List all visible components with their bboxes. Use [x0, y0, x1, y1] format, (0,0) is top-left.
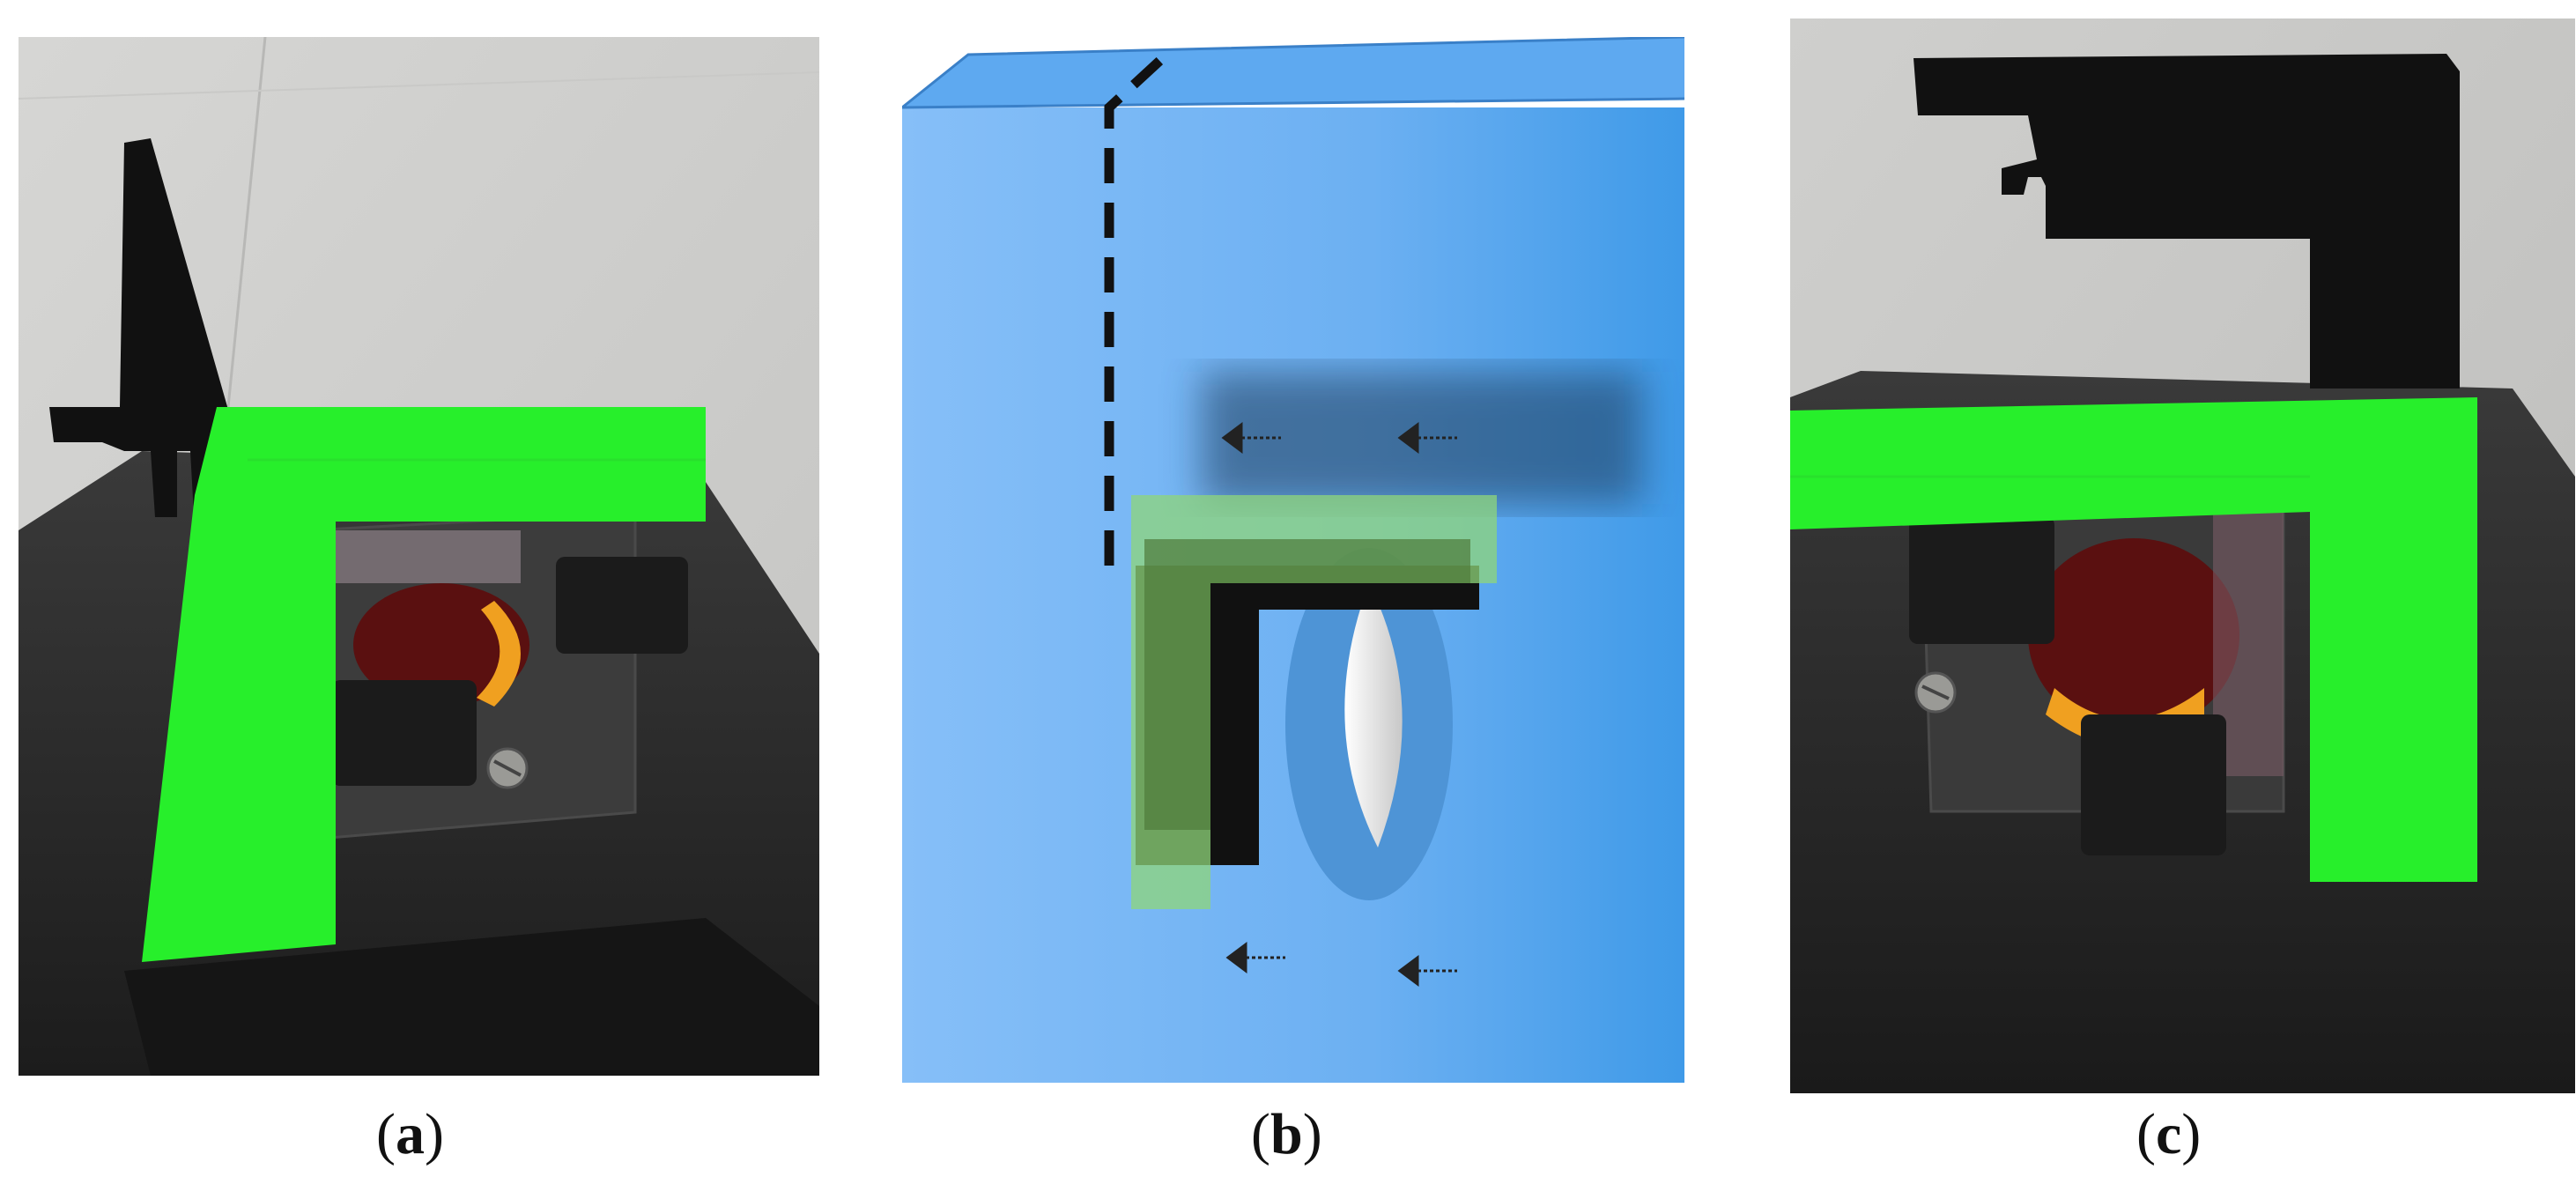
caption-a: (a) — [376, 1102, 444, 1166]
diagram-panel-b — [902, 37, 1684, 1083]
caption-b: (b) — [1251, 1102, 1322, 1166]
screw-icon — [1221, 422, 1457, 987]
caption-c: (c) — [2136, 1102, 2202, 1166]
photo-panel-a — [19, 37, 819, 1076]
photo-a-illustration — [19, 37, 819, 1076]
photo-panel-c — [1790, 19, 2575, 1093]
photo-c-illustration — [1790, 19, 2575, 1093]
diagram-b-illustration — [902, 37, 1684, 1083]
